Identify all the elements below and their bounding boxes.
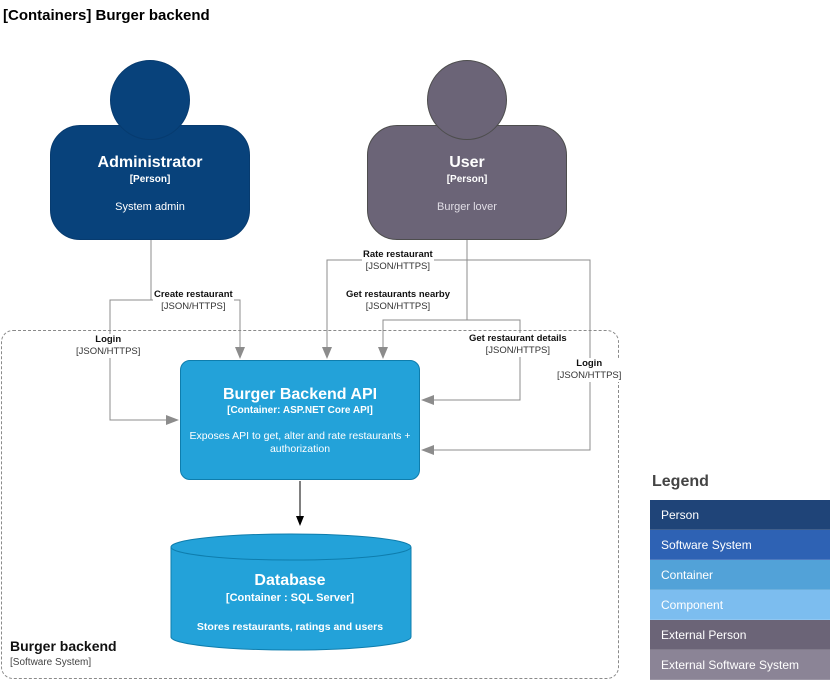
legend-item-component: Component	[650, 590, 830, 620]
arrowhead-user-nearby	[378, 347, 388, 359]
person-user[interactable]: User [Person] Burger lover	[367, 125, 567, 240]
container-name: Burger Backend API	[222, 386, 378, 403]
page-title: [Containers] Burger backend	[3, 7, 210, 24]
arrowhead-api-db	[296, 516, 304, 526]
person-head-icon	[427, 60, 507, 140]
edge-label-user-rate: Rate restaurant [JSON/HTTPS]	[362, 249, 434, 273]
edge-admin-login[interactable]	[109, 299, 177, 421]
system-boundary	[1, 330, 619, 679]
legend-item-person: Person	[650, 500, 830, 530]
container-type: [Container: ASP.NET Core API]	[227, 405, 373, 416]
edge-label-admin-create: Create restaurant [JSON/HTTPS]	[153, 289, 234, 313]
person-description: System admin	[115, 201, 185, 213]
database-description: Stores restaurants, ratings and users	[196, 621, 384, 633]
person-type: [Person]	[446, 174, 488, 185]
edge-label-admin-login: Login [JSON/HTTPS]	[75, 334, 142, 358]
legend-item-container: Container	[650, 560, 830, 590]
database-type: [Container : SQL Server]	[225, 592, 355, 604]
edge-user-login[interactable]	[423, 259, 591, 451]
person-description: Burger lover	[437, 201, 497, 213]
container-burger-backend-api[interactable]: Burger Backend API [Container: ASP.NET C…	[180, 360, 420, 480]
legend-item-software-system: Software System	[650, 530, 830, 560]
arrowhead-user-details	[421, 395, 434, 405]
arrowhead-admin-create	[235, 347, 245, 359]
edge-label-user-login: Login [JSON/HTTPS]	[556, 358, 623, 382]
person-head-icon	[110, 60, 190, 140]
person-administrator[interactable]: Administrator [Person] System admin	[50, 125, 250, 240]
person-type: [Person]	[129, 174, 171, 185]
database-cylinder[interactable]	[170, 533, 412, 651]
edge-user-nearby[interactable]	[382, 240, 468, 357]
legend-title: Legend	[652, 473, 709, 490]
arrowhead-user-rate	[322, 347, 332, 359]
edge-label-user-details: Get restaurant details [JSON/HTTPS]	[468, 333, 568, 357]
boundary-name: Burger backend	[10, 638, 117, 654]
arrowhead-admin-login	[166, 415, 179, 425]
container-description: Exposes API to get, alter and rate resta…	[189, 430, 411, 455]
edge-user-details[interactable]	[423, 319, 521, 401]
arrowhead-user-login	[421, 445, 434, 455]
legend-item-external-person: External Person	[650, 620, 830, 650]
boundary-type: [Software System]	[10, 657, 92, 668]
person-name: User	[449, 154, 485, 171]
person-name: Administrator	[97, 154, 203, 171]
legend: Person Software System Container Compone…	[650, 500, 830, 680]
database-name: Database	[254, 572, 326, 589]
legend-item-external-software-system: External Software System	[650, 650, 830, 680]
edge-label-user-nearby: Get restaurants nearby [JSON/HTTPS]	[345, 289, 452, 313]
